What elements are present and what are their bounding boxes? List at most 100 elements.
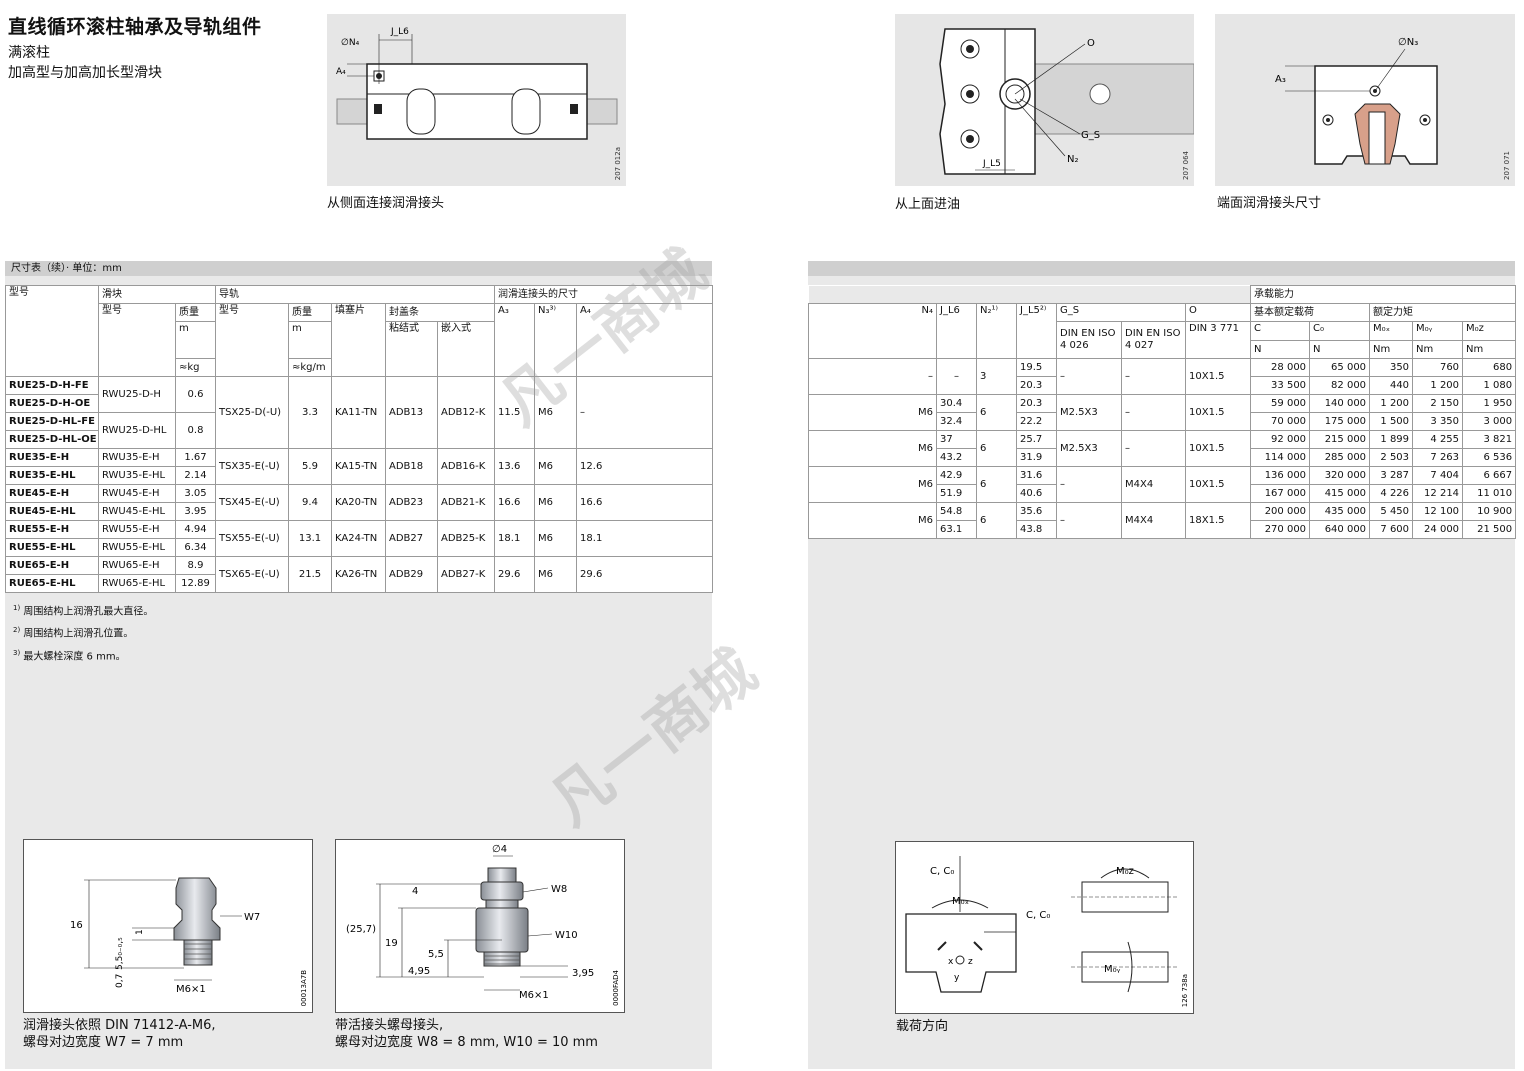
rail-mass-cell: 13.1: [288, 520, 332, 557]
c-cell: 28 000: [1250, 358, 1311, 377]
hdr-unit-nm: Nm: [1462, 340, 1517, 359]
jl6-cell: 30.4: [936, 394, 977, 413]
figure-id: 207 071: [1503, 151, 1511, 180]
gs2-cell: M4X4: [1121, 502, 1186, 539]
n3-cell: M6: [534, 556, 578, 593]
a3-cell: 16.6: [494, 484, 536, 521]
figure-id: 126 738a: [1181, 973, 1189, 1007]
mox-cell: 350: [1369, 358, 1414, 377]
c-cell: 270 000: [1250, 520, 1311, 539]
moz-cell: 1 080: [1462, 376, 1517, 395]
page-title: 直线循环滚柱轴承及导轨组件: [8, 16, 262, 38]
mass-cell: 3.05: [175, 484, 216, 503]
moz-cell: 11 010: [1462, 484, 1517, 503]
c0-cell: 65 000: [1309, 358, 1371, 377]
caption-line-2: 螺母对边宽度 W7 = 7 mm: [23, 1035, 184, 1050]
label-w7: W7: [244, 912, 260, 923]
hdr-unit-n: N: [1309, 340, 1371, 359]
carriage-cell: RWU35-E-HL: [98, 466, 176, 485]
o-cell: 18X1.5: [1184, 502, 1252, 539]
hdr-m1: m: [175, 321, 216, 359]
glue-cell: ADB23: [385, 484, 438, 521]
carriage-cell: RWU45-E-H: [98, 484, 176, 503]
label-mox: M₀ₓ: [952, 896, 969, 907]
gs2-cell: –: [1121, 358, 1186, 395]
glue-cell: ADB29: [385, 556, 438, 593]
moy-cell: 3 350: [1412, 412, 1464, 431]
rail-cell: TSX35-E(-U): [215, 448, 289, 485]
end-lubrication-caption: 端面润滑接头尺寸: [1217, 196, 1322, 211]
jl5-cell: 20.3: [1016, 376, 1057, 395]
rail-mass-cell: 5.9: [288, 448, 332, 485]
insert-cell: ADB21-K: [436, 484, 496, 521]
gs1-cell: –: [1056, 358, 1122, 395]
plug-cell: KA24-TN: [331, 520, 386, 557]
n2-cell: 6: [976, 430, 1017, 467]
moy-cell: 12 214: [1412, 484, 1464, 503]
gs1-cell: –: [1056, 502, 1122, 539]
caption-line-2: 螺母对边宽度 W8 = 8 mm, W10 = 10 mm: [335, 1035, 598, 1050]
union-nut-figure: ∅4 4 W8 (25,7) 19 W10 5,5 4,95 3,95 M6×1…: [335, 839, 625, 1013]
jl6-cell: 51.9: [936, 484, 977, 503]
hdr-m2: m: [288, 321, 332, 359]
mass-cell: 8.9: [175, 556, 216, 575]
union-nut-caption: 带活接头螺母接头, 螺母对边宽度 W8 = 8 mm, W10 = 10 mm: [335, 1017, 598, 1051]
moy-cell: 2 150: [1412, 394, 1464, 413]
hdr-rail: 导轨: [214, 285, 496, 304]
n4-cell: M6: [808, 394, 937, 431]
label-jl6: J_L6: [390, 27, 409, 37]
a4-cell: 12.6: [576, 448, 714, 485]
label-o: O: [1087, 38, 1095, 49]
gs1-cell: M2.5X3: [1056, 394, 1122, 431]
label-4-95: 4,95: [408, 966, 430, 977]
label-m6: M6×1: [519, 990, 549, 1001]
header-row-4: ≈kg ≈kg/m: [6, 358, 713, 377]
hdr-c-model: 型号: [98, 303, 176, 377]
rail-cell: TSX55-E(-U): [215, 520, 289, 557]
hdr-r-mass: 质量: [288, 303, 332, 322]
a4-cell: 29.6: [576, 556, 714, 593]
mox-cell: 2 503: [1369, 448, 1414, 467]
insert-cell: ADB25-K: [436, 520, 496, 557]
jl5-cell: 31.9: [1016, 448, 1057, 467]
load-direction-figure: C, C₀ M₀ₓ C, C₀ M₀z M₀ᵧ x z y 126 738a: [895, 841, 1194, 1014]
side-lubrication-drawing: ∅N₄ J_L6 A₄: [336, 27, 618, 140]
rail-cell: TSX65-E(-U): [215, 556, 289, 593]
table-row: RUE25-D-H-FE RWU25-D-H 0.6 TSX25-D(-U) 3…: [5, 376, 714, 449]
type-cell: RUE35-E-HL: [5, 466, 99, 485]
jl5-cell: 19.5: [1016, 358, 1057, 377]
insert-cell: ADB12-K: [436, 376, 496, 449]
footnote-text: 周围结构上润滑孔位置。: [23, 628, 134, 640]
label-gs: G_S: [1081, 130, 1100, 141]
mox-cell: 7 600: [1369, 520, 1414, 539]
moz-cell: 1 950: [1462, 394, 1517, 413]
subtitle-carriage-type: 加高型与加高加长型滑块: [8, 65, 162, 81]
hdr-c: C: [1250, 321, 1311, 341]
type-cell: RUE55-E-HL: [5, 538, 99, 557]
hdr-moy: M₀ᵧ: [1412, 321, 1464, 341]
c0-cell: 415 000: [1309, 484, 1371, 503]
n3-cell: M6: [534, 484, 578, 521]
footnote-3: 3) 最大螺栓深度 6 mm。: [13, 644, 712, 666]
o-cell: 10X1.5: [1184, 466, 1252, 503]
caption-line-1: 带活接头螺母接头,: [335, 1018, 444, 1033]
type-cell: RUE65-E-HL: [5, 574, 99, 593]
c-cell: 136 000: [1250, 466, 1311, 485]
moy-cell: 7 404: [1412, 466, 1464, 485]
hdr-lub: 润滑连接头的尺寸: [494, 285, 714, 304]
moy-cell: 760: [1412, 358, 1464, 377]
hdr-model: 型号: [5, 285, 99, 377]
a4-cell: 18.1: [576, 520, 714, 557]
jl5-cell: 35.6: [1016, 502, 1057, 521]
mass-cell: 3.95: [175, 502, 216, 521]
hdr-kgm: ≈kg/m: [288, 358, 332, 377]
figure-id: 207 012a: [614, 146, 622, 180]
footnotes: 1) 周围结构上润滑孔最大直径。 2) 周围结构上润滑孔位置。 3) 最大螺栓深…: [5, 599, 712, 666]
label-w10: W10: [555, 930, 578, 941]
carriage-cell: RWU55-E-H: [98, 520, 176, 539]
label-a3: A₃: [1275, 74, 1286, 85]
